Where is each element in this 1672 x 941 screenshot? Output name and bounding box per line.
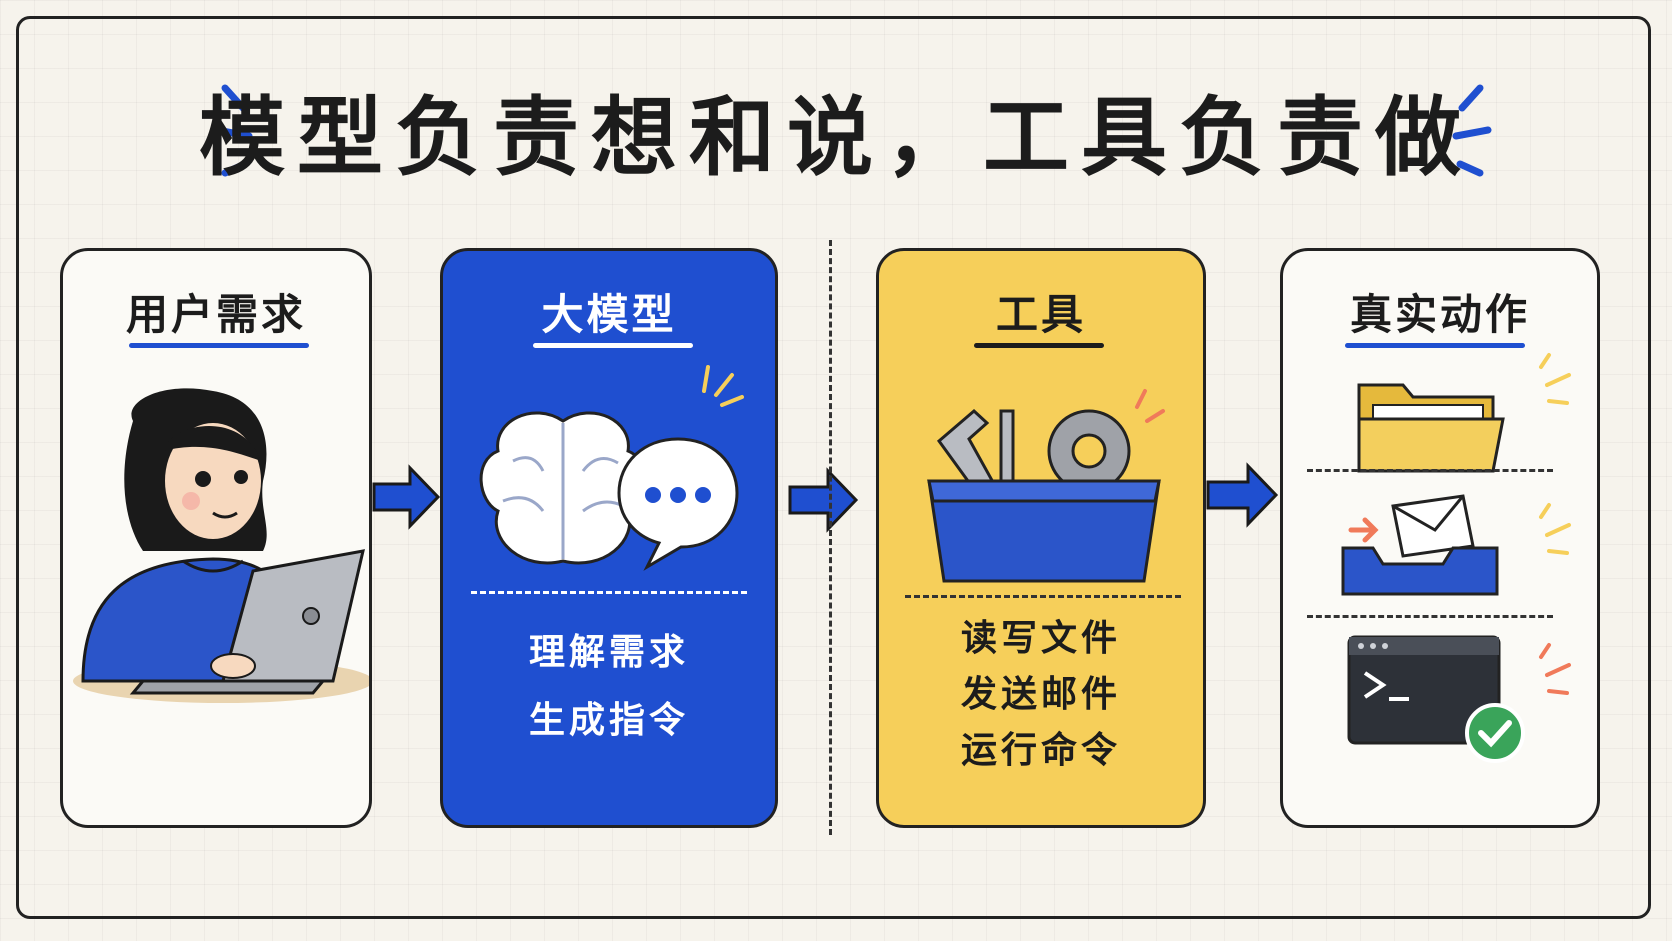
page-title: 模型负责想和说，工具负责做 xyxy=(199,88,1473,188)
mail-inbox-icon xyxy=(1341,494,1499,596)
folder-icon xyxy=(1357,383,1505,473)
user-at-laptop-illustration xyxy=(73,388,369,703)
flow-arrow-3 xyxy=(1206,462,1279,528)
tools-line-3: 运行命令 xyxy=(960,730,1121,771)
tools-line-1: 读写文件 xyxy=(960,618,1121,659)
model-title: 大模型 xyxy=(541,290,677,339)
model-underline xyxy=(533,343,693,348)
right-sparkle-icon xyxy=(1452,84,1492,177)
model-line-2: 生成指令 xyxy=(528,700,689,741)
tools-divider xyxy=(905,595,1181,598)
actions-divider-2 xyxy=(1307,615,1553,618)
user-need-card: 用户需求 xyxy=(60,248,372,828)
spark-icon xyxy=(1539,353,1571,405)
speech-bubble-icon xyxy=(617,437,739,571)
actions-divider-1 xyxy=(1307,469,1553,472)
checkmark-icon xyxy=(1465,703,1525,763)
real-actions-title: 真实动作 xyxy=(1349,290,1530,339)
tools-line-2: 发送邮件 xyxy=(960,674,1121,715)
outer-frame xyxy=(16,16,1651,919)
tools-title: 工具 xyxy=(995,290,1086,339)
user-need-title: 用户需求 xyxy=(125,290,306,339)
real-actions-underline xyxy=(1345,343,1525,348)
spark-icon xyxy=(1539,643,1571,695)
toolbox-icon xyxy=(927,389,1165,583)
model-card: 大模型 理解需求 生成指令 xyxy=(440,248,778,828)
spark-icon xyxy=(702,365,744,407)
terminal-icon xyxy=(1347,635,1501,745)
tools-card: 工具 读写文件 发送邮件 运行命令 xyxy=(876,248,1206,828)
model-line-1: 理解需求 xyxy=(528,632,689,673)
user-need-underline xyxy=(129,343,309,348)
real-actions-card: 真实动作 xyxy=(1280,248,1600,828)
section-divider xyxy=(829,240,832,835)
model-divider xyxy=(471,591,747,594)
left-sparkle-icon xyxy=(213,84,253,177)
brain-icon xyxy=(479,411,647,565)
flow-arrow-1 xyxy=(372,464,441,530)
spark-icon xyxy=(1539,503,1571,555)
flow-arrow-2 xyxy=(788,467,859,533)
tools-underline xyxy=(974,343,1104,348)
